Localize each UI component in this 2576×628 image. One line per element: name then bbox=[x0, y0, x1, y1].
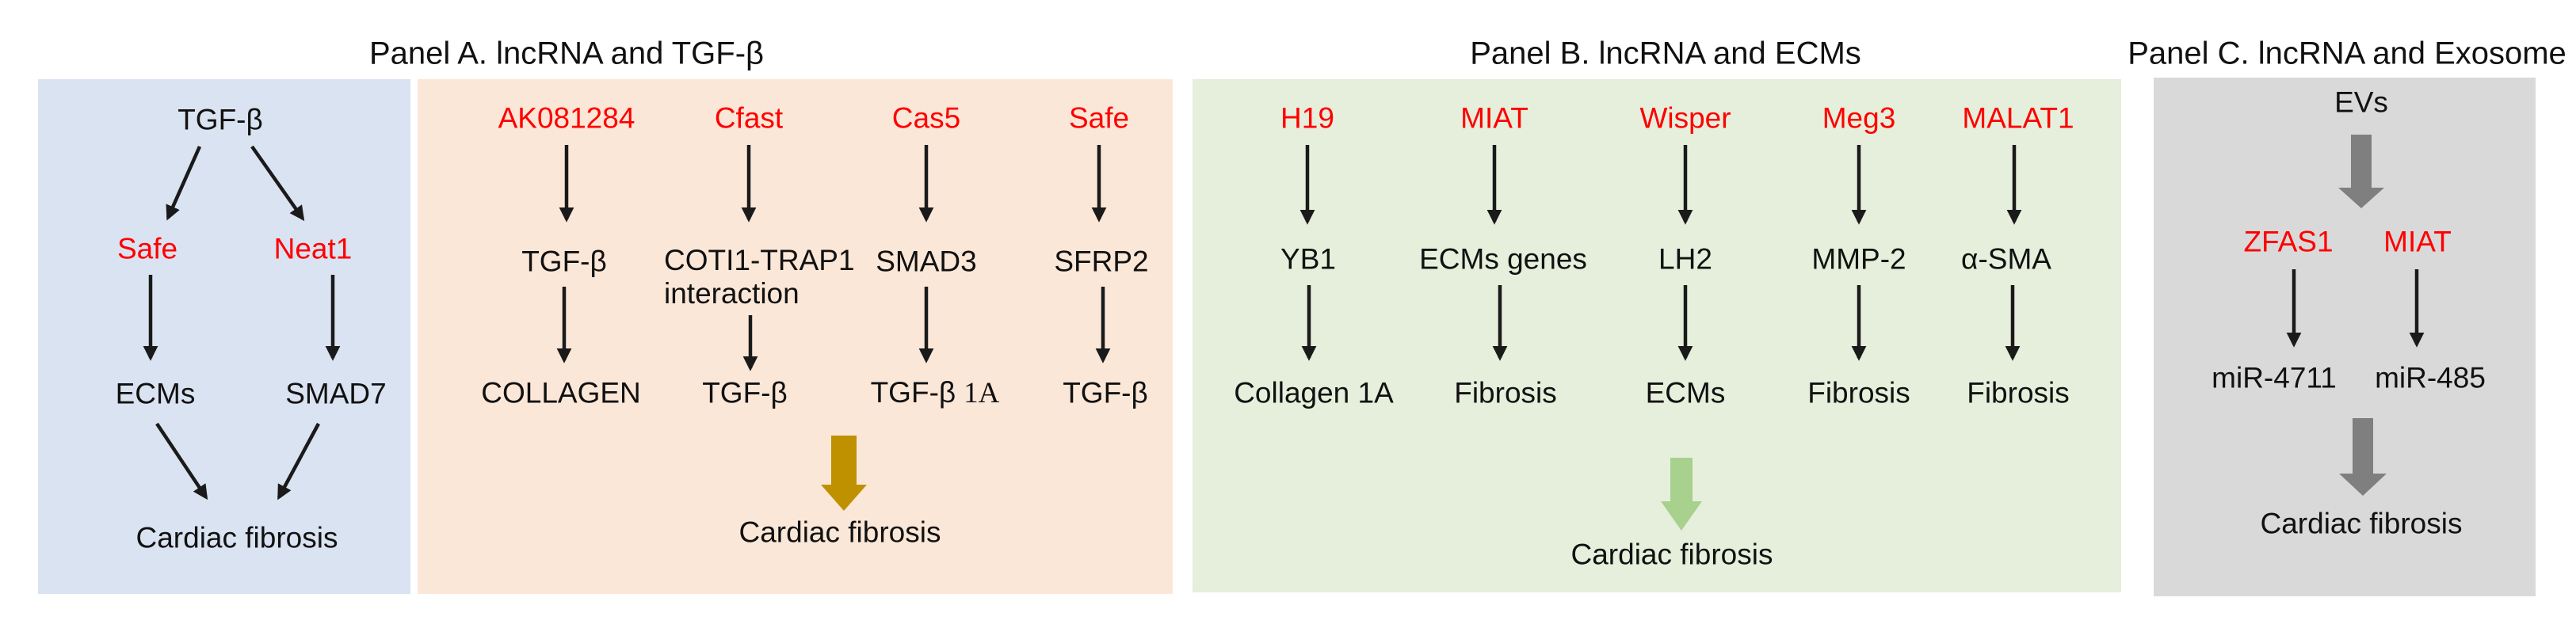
node-tgf-beta-mid: TGF-β bbox=[521, 245, 607, 278]
node-smad3: SMAD3 bbox=[876, 245, 977, 278]
node-collagen: COLLAGEN bbox=[481, 376, 641, 409]
node-ecms-genes: ECMs genes bbox=[1419, 242, 1587, 276]
node-safe-blue: Safe bbox=[116, 232, 178, 265]
panel-b-title: Panel B. lncRNA and ECMs bbox=[1470, 36, 1861, 71]
node-cardiac-fibrosis-a-left: Cardiac fibrosis bbox=[135, 521, 338, 554]
node-ecms-wisper: ECMs bbox=[1645, 376, 1726, 409]
node-yb1: YB1 bbox=[1280, 242, 1336, 276]
node-meg3: Meg3 bbox=[1822, 101, 1896, 135]
node-zfas1: ZFAS1 bbox=[2243, 225, 2334, 258]
node-mir-4711: miR-4711 bbox=[2212, 361, 2337, 394]
node-cardiac-fibrosis-b: Cardiac fibrosis bbox=[1570, 538, 1773, 571]
node-collagen-1a: Collagen 1A bbox=[1234, 376, 1394, 409]
node-wisper: Wisper bbox=[1639, 101, 1731, 135]
node-alpha-sma: α-SMA bbox=[1961, 242, 2051, 276]
node-coti1-trap1-line2: interaction bbox=[664, 277, 800, 310]
panel-a-title: Panel A. lncRNA and TGF-β bbox=[368, 36, 765, 71]
node-mmp2: MMP-2 bbox=[1811, 242, 1906, 276]
node-neat1: Neat1 bbox=[273, 232, 353, 265]
node-coti1-trap1-interaction: COTI1-TRAP1 interaction bbox=[664, 244, 855, 310]
panel-a-left-box bbox=[38, 79, 410, 594]
node-cardiac-fibrosis-c: Cardiac fibrosis bbox=[2260, 507, 2463, 540]
node-evs: EVs bbox=[2334, 86, 2388, 119]
node-miat-c: MIAT bbox=[2383, 225, 2452, 258]
node-tgf-beta-1a-suffix: 1A bbox=[964, 377, 1000, 410]
node-fibrosis-miat: Fibrosis bbox=[1454, 376, 1557, 409]
node-safe-orange: Safe bbox=[1068, 101, 1130, 135]
node-miat-b: MIAT bbox=[1460, 101, 1528, 135]
node-tgf-beta-safe: TGF-β bbox=[1063, 376, 1148, 409]
node-cardiac-fibrosis-a-right: Cardiac fibrosis bbox=[738, 516, 941, 549]
node-ecms-blue: ECMs bbox=[115, 377, 196, 410]
node-smad7: SMAD7 bbox=[285, 377, 387, 410]
node-fibrosis-malat1: Fibrosis bbox=[1967, 376, 2070, 409]
node-ak081284: AK081284 bbox=[498, 101, 635, 135]
node-coti1-trap1-line1: COTI1-TRAP1 bbox=[664, 244, 855, 276]
panel-a-right-box bbox=[418, 79, 1173, 594]
node-tgf-beta-root: TGF-β bbox=[177, 103, 263, 136]
node-mir-485: miR-485 bbox=[2375, 361, 2486, 394]
node-tgf-beta-cfast: TGF-β bbox=[702, 376, 788, 409]
node-h19: H19 bbox=[1280, 101, 1334, 135]
node-malat1: MALAT1 bbox=[1962, 101, 2074, 135]
panel-c-title: Panel C. lncRNA and Exosome bbox=[2128, 36, 2566, 71]
node-cfast: Cfast bbox=[714, 101, 784, 135]
panel-b-box bbox=[1193, 79, 2121, 592]
node-lh2: LH2 bbox=[1658, 242, 1712, 276]
node-fibrosis-meg3: Fibrosis bbox=[1807, 376, 1910, 409]
node-sfrp2: SFRP2 bbox=[1054, 245, 1149, 278]
node-cas5: Cas5 bbox=[891, 101, 961, 135]
